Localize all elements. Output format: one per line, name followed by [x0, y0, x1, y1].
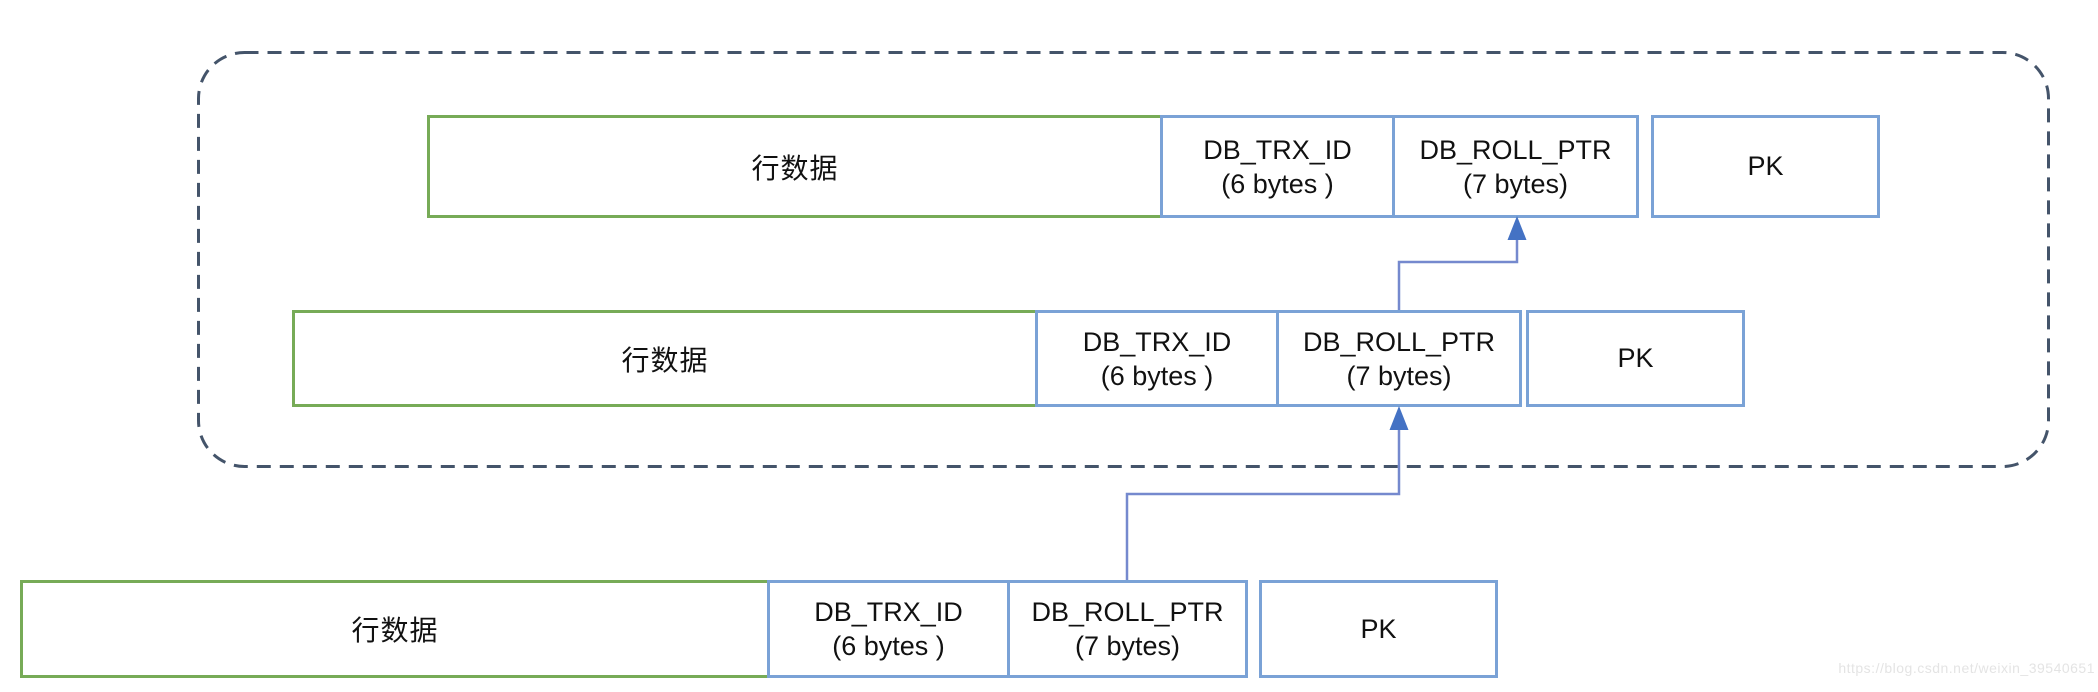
- db-trx-id-label: DB_TRX_ID (6 bytes ): [1203, 134, 1352, 199]
- row-data-label: 行数据: [621, 344, 709, 376]
- db-roll-ptr-label: DB_ROLL_PTR (7 bytes): [1302, 326, 1496, 391]
- pk-cell: PK: [1651, 115, 1880, 218]
- row-data-cell: 行数据: [292, 310, 1038, 407]
- row-data-label: 行数据: [351, 615, 439, 646]
- db-roll-ptr-label: DB_ROLL_PTR (7 bytes): [1031, 597, 1224, 661]
- row-data-cell: 行数据: [427, 115, 1163, 218]
- db-roll-ptr-cell: DB_ROLL_PTR (7 bytes): [1276, 310, 1522, 407]
- db-trx-id-label: DB_TRX_ID (6 bytes ): [814, 597, 963, 661]
- db-trx-id-cell: DB_TRX_ID (6 bytes ): [767, 580, 1010, 678]
- pk-cell: PK: [1526, 310, 1745, 407]
- row-data-label: 行数据: [751, 152, 839, 184]
- pk-label: PK: [1617, 343, 1654, 373]
- db-trx-id-cell: DB_TRX_ID (6 bytes ): [1035, 310, 1279, 407]
- arrow-up-head-icon: [1507, 216, 1527, 240]
- pk-cell: PK: [1259, 580, 1498, 678]
- db-roll-ptr-cell: DB_ROLL_PTR (7 bytes): [1392, 115, 1639, 218]
- db-trx-id-label: DB_TRX_ID (6 bytes ): [1082, 326, 1232, 391]
- pk-label: PK: [1747, 151, 1784, 181]
- roll-ptr-connector-upper: [1397, 240, 1519, 310]
- arrow-up-head-icon: [1389, 406, 1409, 430]
- csdn-watermark: https://blog.csdn.net/weixin_39540651: [1838, 660, 2095, 676]
- db-roll-ptr-label: DB_ROLL_PTR (7 bytes): [1419, 134, 1612, 199]
- roll-ptr-connector-lower: [1125, 430, 1401, 580]
- db-roll-ptr-cell: DB_ROLL_PTR (7 bytes): [1007, 580, 1248, 678]
- db-trx-id-cell: DB_TRX_ID (6 bytes ): [1160, 115, 1395, 218]
- row-data-cell: 行数据: [20, 580, 770, 678]
- pk-label: PK: [1360, 613, 1397, 644]
